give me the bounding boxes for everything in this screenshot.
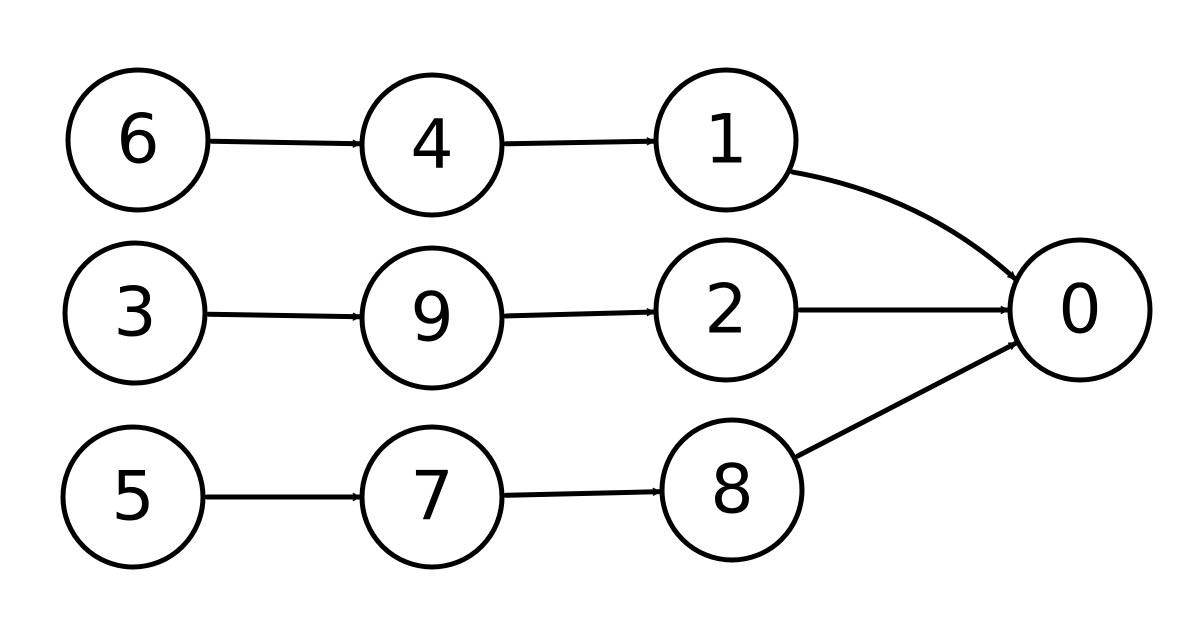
node-label: 9 xyxy=(410,279,453,358)
node-circle xyxy=(62,240,208,386)
node-2: 2 xyxy=(653,237,799,383)
node-circle xyxy=(359,72,505,218)
edge-7-to-8 xyxy=(503,492,663,498)
node-label: 5 xyxy=(111,458,154,537)
node-label: 7 xyxy=(410,458,453,537)
edge-4-to-1 xyxy=(503,141,657,147)
edge-8-to-0 xyxy=(795,340,1019,459)
node-circle xyxy=(359,245,505,391)
node-circle xyxy=(653,237,799,383)
edge-9-to-2 xyxy=(503,312,657,319)
node-8: 8 xyxy=(659,417,805,563)
node-5: 5 xyxy=(60,424,206,570)
node-4: 4 xyxy=(359,72,505,218)
node-circle xyxy=(65,67,211,213)
node-label: 1 xyxy=(704,101,747,180)
node-circle xyxy=(60,424,206,570)
node-3: 3 xyxy=(62,240,208,386)
node-label: 4 xyxy=(410,106,453,185)
node-label: 3 xyxy=(113,274,156,353)
node-circle xyxy=(659,417,805,563)
node-9: 9 xyxy=(359,245,505,391)
node-label: 8 xyxy=(710,451,753,530)
edge-3-to-9 xyxy=(206,311,363,317)
edge-6-to-4 xyxy=(209,138,363,144)
node-7: 7 xyxy=(359,424,505,570)
node-1: 1 xyxy=(653,67,799,213)
node-6: 6 xyxy=(65,67,211,213)
node-label: 0 xyxy=(1058,271,1101,350)
node-circle xyxy=(653,67,799,213)
node-circle xyxy=(359,424,505,570)
node-label: 6 xyxy=(116,101,159,180)
node-0: 0 xyxy=(1007,237,1153,383)
node-circle xyxy=(1007,237,1153,383)
edge-1-to-0 xyxy=(790,169,1018,282)
node-label: 2 xyxy=(704,271,747,350)
